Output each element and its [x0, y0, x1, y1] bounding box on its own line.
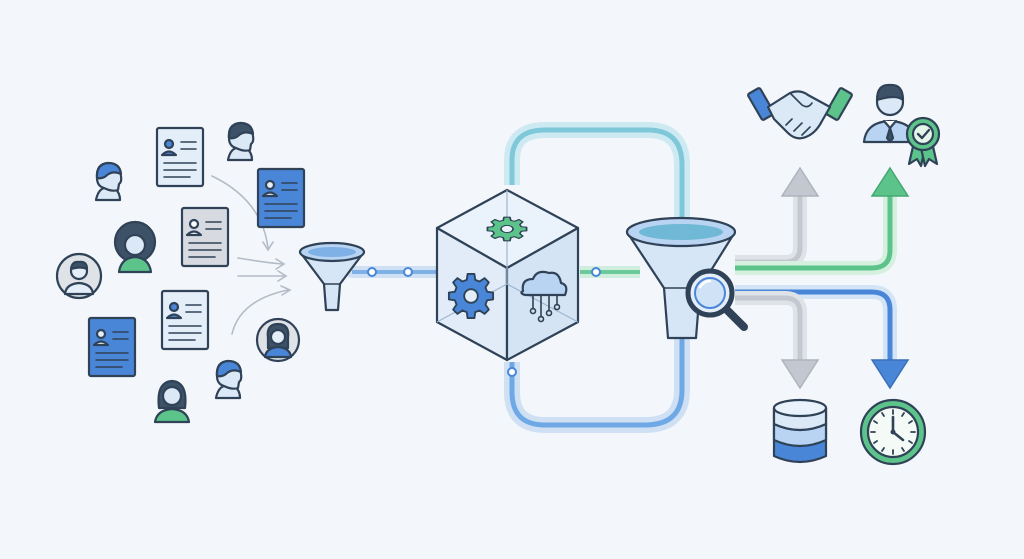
- gear-icon: [447, 272, 495, 320]
- candidate-person-icon: [153, 379, 191, 424]
- arrow-up-green-icon: [870, 166, 910, 197]
- certified-employee-icon: [862, 83, 918, 144]
- candidate-person-icon: [113, 220, 157, 274]
- candidate-avatar-icon: [255, 317, 301, 363]
- candidate-pool: [55, 121, 306, 424]
- processing-cube-icon: [435, 188, 580, 362]
- screening-funnel-icon: [298, 241, 366, 312]
- database-icon: [772, 398, 828, 464]
- analysis-funnel-icon: [625, 216, 737, 340]
- connector-pipes: [346, 122, 897, 433]
- handshake-icon: [747, 87, 853, 140]
- resume-document-icon: [180, 206, 230, 268]
- candidate-profile-icon: [226, 121, 255, 162]
- arrow-up-gray-icon: [780, 166, 820, 197]
- candidate-profile-icon: [94, 161, 123, 202]
- resume-document-icon: [87, 316, 137, 378]
- resume-document-icon: [155, 126, 205, 188]
- resume-document-icon: [256, 167, 306, 229]
- award-badge-icon: [905, 116, 941, 168]
- arrow-down-gray-icon: [780, 359, 820, 390]
- arrow-down-blue-icon: [870, 359, 910, 390]
- branch-arrows: [780, 166, 910, 390]
- cloud-icon: [520, 270, 568, 323]
- candidate-profile-icon: [214, 359, 243, 400]
- candidate-avatar-icon: [55, 252, 103, 300]
- clock-icon: [859, 398, 927, 466]
- flow-arrows: [211, 175, 292, 335]
- resume-document-icon: [160, 289, 210, 351]
- magnifier-icon: [685, 268, 748, 331]
